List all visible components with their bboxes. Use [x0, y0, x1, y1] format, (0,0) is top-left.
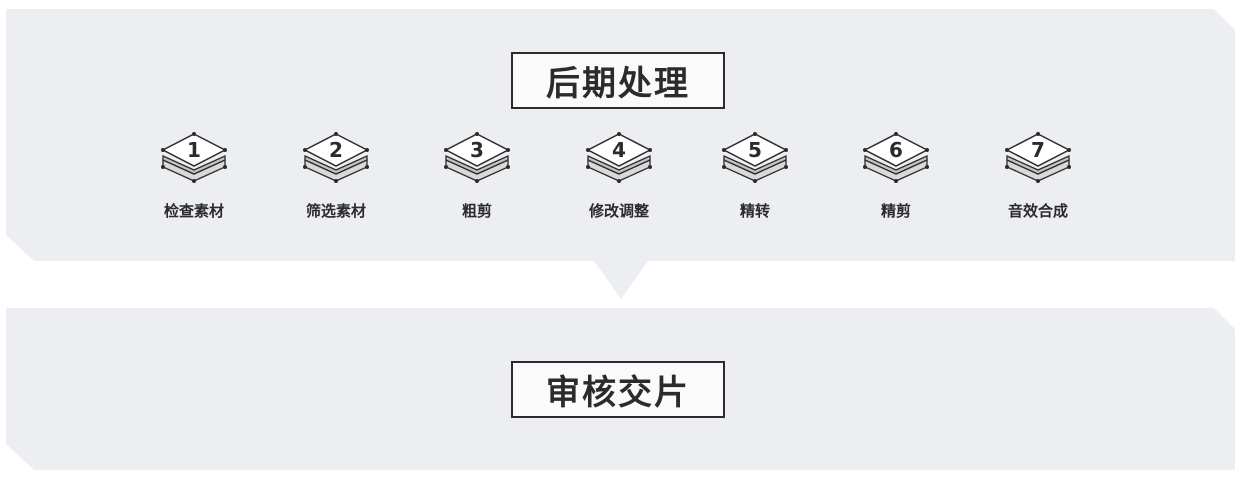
step-label: 筛选素材	[305, 202, 366, 220]
step-3: 3 粗剪	[412, 130, 542, 221]
stage-title-post-production: 后期处理	[511, 52, 725, 109]
layered-diamond-icon: 5	[722, 132, 788, 183]
step-6: 6 精剪	[831, 130, 961, 221]
step-label: 修改调整	[588, 202, 649, 220]
layered-diamond-icon: 1	[161, 132, 227, 183]
step-7: 7 音效合成	[973, 130, 1103, 221]
step-4: 4 修改调整	[554, 130, 684, 221]
layered-diamond-icon: 2	[303, 132, 369, 183]
layered-diamond-icon: 6	[863, 132, 929, 183]
layered-diamond-icon: 7	[1005, 132, 1071, 183]
step-label: 精转	[739, 202, 770, 220]
step-number: 4	[612, 138, 626, 162]
step-number: 7	[1031, 138, 1045, 162]
step-label: 检查素材	[163, 202, 224, 220]
step-2: 2 筛选素材	[271, 130, 401, 221]
step-label: 精剪	[880, 202, 911, 220]
step-1: 1 检查素材	[129, 130, 259, 221]
step-number: 1	[187, 138, 201, 162]
step-number: 5	[748, 138, 762, 162]
layered-diamond-icon: 3	[444, 132, 510, 183]
step-label: 音效合成	[1007, 202, 1068, 220]
step-label: 粗剪	[461, 202, 492, 220]
step-5: 5 精转	[690, 130, 820, 221]
layered-diamond-icon: 4	[586, 132, 652, 183]
step-number: 2	[329, 138, 343, 162]
stage-title-review-delivery: 审核交片	[511, 361, 725, 418]
step-number: 6	[889, 138, 903, 162]
step-number: 3	[470, 138, 484, 162]
